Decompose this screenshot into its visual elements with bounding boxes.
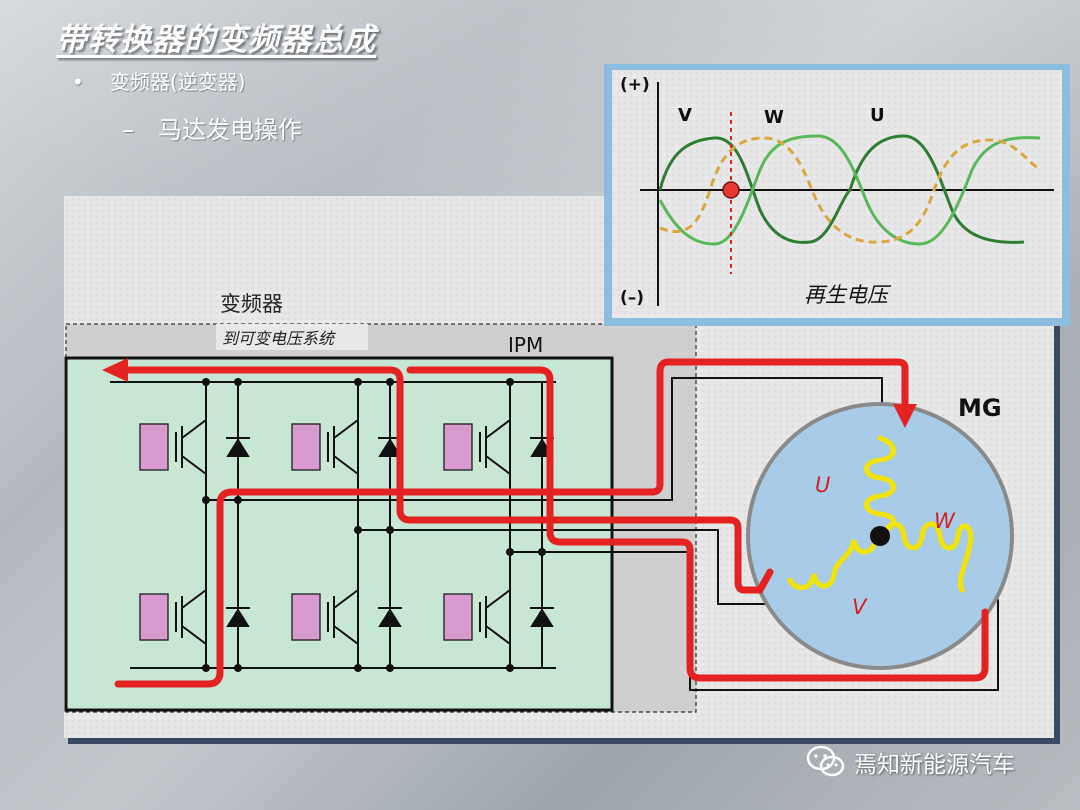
inverter-label: 变频器	[220, 292, 283, 316]
current-arrow-down	[893, 404, 917, 428]
igbt-switches	[139, 419, 511, 645]
igbt-switch	[291, 419, 359, 475]
coil-w	[881, 521, 974, 593]
sub-bullet-dash: –	[122, 116, 134, 144]
inset-panel	[612, 70, 1062, 318]
watermark: 焉知新能源汽车	[806, 744, 1015, 780]
wave-label-v: V	[678, 105, 692, 126]
coil-v	[787, 537, 879, 591]
igbt-switch	[443, 419, 511, 475]
neutral-point	[870, 526, 890, 546]
coil-u	[864, 435, 896, 535]
bus-wiring	[110, 377, 999, 691]
diodes	[226, 437, 554, 627]
sub-bullet-text: 马达发电操作	[158, 116, 302, 144]
wave-v	[658, 134, 1025, 244]
bullet-text: 变频器(逆变器)	[110, 70, 246, 94]
wave-u	[658, 134, 1041, 246]
wave-label-u: U	[870, 105, 885, 126]
diode	[530, 607, 554, 627]
sample-point	[722, 181, 740, 199]
current-flow	[114, 358, 989, 688]
current-arrow-left	[102, 358, 128, 382]
igbt-switch	[291, 589, 359, 645]
ipm-label: IPM	[508, 333, 543, 357]
igbt-switch	[139, 419, 207, 475]
slide-title: 带转换器的变频器总成	[56, 22, 376, 58]
phase-v-label: V	[852, 595, 868, 619]
bullet-item: • 变频器(逆变器)	[72, 66, 246, 95]
waveform-inset: (+) (–) V W U 再生电压	[604, 64, 1070, 326]
wave-label-w: W	[764, 107, 784, 128]
waveform-caption: 再生电压	[804, 283, 892, 307]
stator-coils	[787, 435, 974, 593]
diode	[226, 607, 250, 627]
plus-label: (+)	[620, 75, 650, 95]
ipm-module	[64, 356, 614, 712]
diode	[378, 607, 402, 627]
wechat-icon	[806, 745, 845, 777]
minus-label: (–)	[620, 288, 644, 308]
to-system-label: 到可变电压系统	[222, 329, 336, 348]
current-path-output	[116, 366, 774, 594]
current-path-return	[114, 358, 909, 688]
bullet-dot: •	[72, 70, 84, 94]
igbt-switch	[443, 589, 511, 645]
sub-bullet-item: –马达发电操作	[122, 110, 302, 145]
diode	[226, 437, 250, 457]
junction-dots	[202, 378, 546, 672]
current-path-w	[406, 366, 989, 682]
mg-label: MG	[958, 394, 1002, 422]
igbt-switch	[139, 589, 207, 645]
wave-w	[659, 136, 1041, 244]
phase-u-label: U	[815, 473, 830, 497]
phase-w-label: W	[934, 509, 956, 533]
watermark-text: 焉知新能源汽车	[854, 752, 1015, 778]
to-system-label-bg	[216, 324, 368, 350]
